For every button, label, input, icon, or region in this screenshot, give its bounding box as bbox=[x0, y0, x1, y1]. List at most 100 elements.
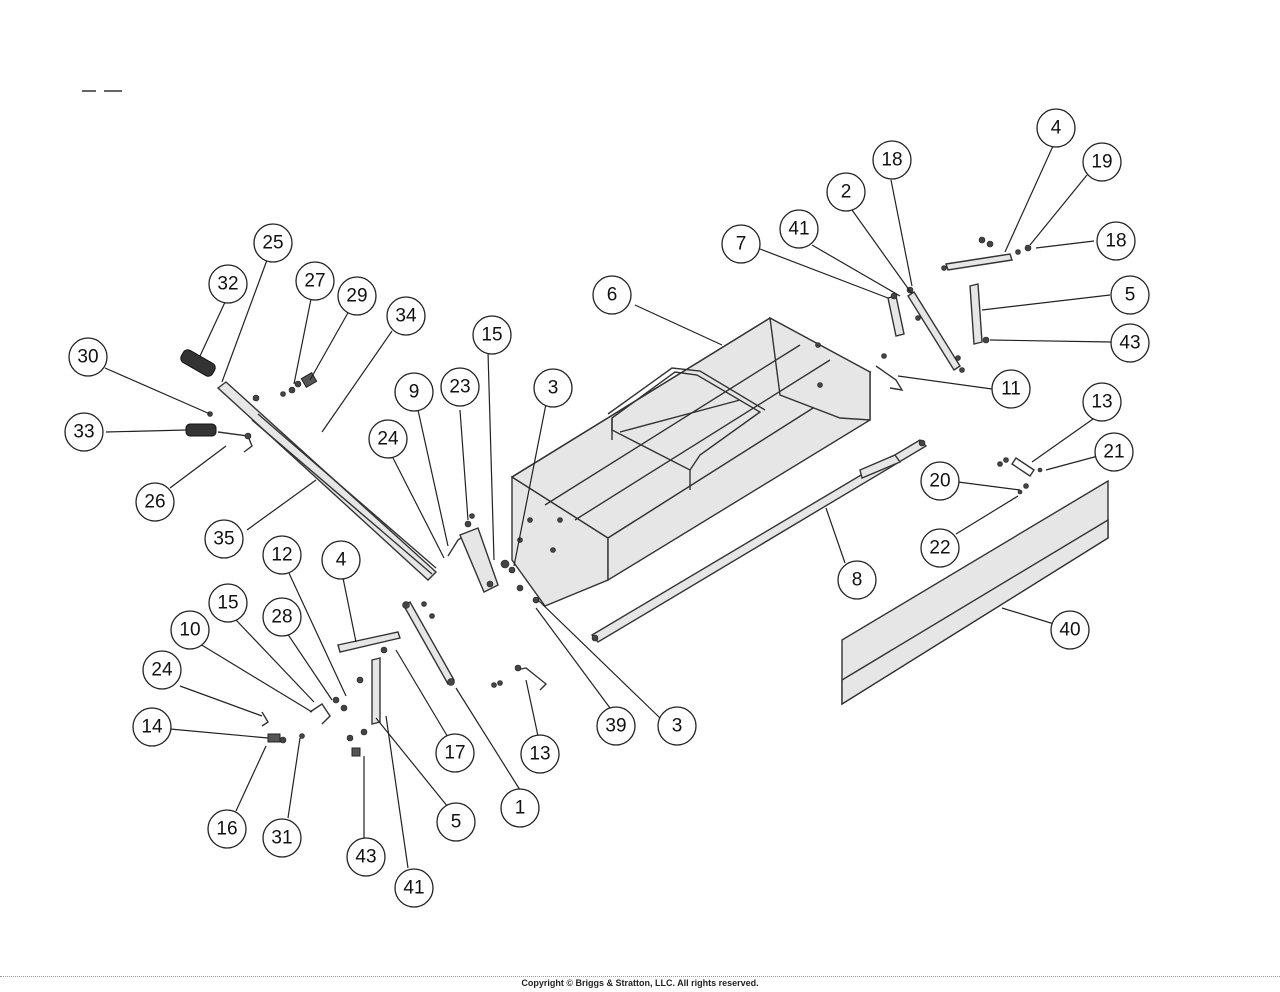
leader-lines bbox=[104, 145, 1112, 869]
callout-circle bbox=[337, 276, 377, 316]
callout-number: 24 bbox=[377, 429, 399, 450]
callout-number: 13 bbox=[1091, 392, 1112, 413]
callout-20: 20 bbox=[920, 461, 960, 501]
callout-41: 41 bbox=[779, 209, 819, 249]
leader-3-bottom bbox=[537, 599, 661, 719]
leader-14 bbox=[169, 728, 269, 739]
callout-number: 26 bbox=[144, 492, 165, 513]
callout-circle bbox=[142, 650, 182, 690]
callout-circle bbox=[253, 223, 293, 263]
leader-4-bottom bbox=[342, 577, 357, 643]
leader-18-right bbox=[1035, 240, 1095, 249]
leader-20 bbox=[957, 481, 1021, 491]
callout-circle bbox=[1082, 142, 1122, 182]
callout-circle bbox=[208, 264, 248, 304]
callout-circle bbox=[435, 733, 475, 773]
callout-circle bbox=[262, 597, 302, 637]
callout-number: 5 bbox=[451, 812, 462, 833]
callout-circle bbox=[368, 419, 408, 459]
callout-circle bbox=[1050, 610, 1090, 650]
callout-14: 14 bbox=[132, 707, 172, 747]
callout-28: 28 bbox=[262, 597, 302, 637]
leader-39 bbox=[535, 607, 611, 709]
leader-29 bbox=[309, 310, 350, 381]
callout-34: 34 bbox=[386, 296, 426, 336]
leader-2 bbox=[851, 209, 913, 295]
leader-26 bbox=[169, 445, 227, 489]
callout-circle bbox=[394, 372, 434, 412]
leader-17 bbox=[395, 649, 453, 745]
leader-18-top bbox=[890, 179, 913, 287]
callout-number: 43 bbox=[355, 847, 376, 868]
callout-number: 32 bbox=[217, 274, 238, 295]
callout-circle bbox=[64, 412, 104, 452]
leader-41-top bbox=[811, 244, 901, 297]
leader-6 bbox=[634, 304, 723, 346]
leader-19 bbox=[1029, 174, 1088, 246]
callout-4: 4 bbox=[1036, 108, 1076, 148]
callout-number: 10 bbox=[179, 620, 200, 641]
callout-number: 19 bbox=[1091, 152, 1112, 173]
callout-number: 24 bbox=[151, 660, 173, 681]
leader-1 bbox=[455, 687, 521, 791]
callout-13: 13 bbox=[520, 734, 560, 774]
callout-circle bbox=[1110, 275, 1150, 315]
callout-22: 22 bbox=[920, 528, 960, 568]
callout-circle bbox=[779, 209, 819, 249]
upper-linkage bbox=[875, 236, 1032, 391]
callout-circle bbox=[1094, 432, 1134, 472]
callout-circle bbox=[533, 368, 573, 408]
leader-34 bbox=[321, 330, 393, 433]
callout-4: 4 bbox=[321, 540, 361, 580]
callout-circle bbox=[132, 707, 172, 747]
callout-circle bbox=[204, 519, 244, 559]
scraper-blade bbox=[841, 479, 1109, 706]
leader-4-top bbox=[1004, 145, 1054, 253]
callout-11: 11 bbox=[991, 369, 1031, 409]
copyright-notice: Copyright © Briggs & Stratton, LLC. All … bbox=[521, 978, 759, 988]
callout-circle bbox=[262, 818, 302, 858]
callout-number: 3 bbox=[672, 716, 683, 737]
callout-number: 8 bbox=[852, 570, 863, 591]
callout-number: 14 bbox=[141, 717, 163, 738]
callout-circle bbox=[721, 224, 761, 264]
callout-21: 21 bbox=[1094, 432, 1134, 472]
callout-13: 13 bbox=[1082, 382, 1122, 422]
lever-grip bbox=[185, 423, 253, 453]
callout-number: 25 bbox=[262, 233, 283, 254]
hopper-tray bbox=[510, 316, 872, 607]
callout-43: 43 bbox=[1110, 323, 1150, 363]
callout-circle bbox=[68, 337, 108, 377]
callout-number: 2 bbox=[841, 182, 852, 203]
leader-32 bbox=[199, 299, 227, 357]
callout-1: 1 bbox=[500, 788, 540, 828]
leader-9 bbox=[417, 409, 449, 547]
leader-35 bbox=[246, 479, 317, 531]
leader-25 bbox=[221, 259, 268, 383]
callout-circle bbox=[440, 367, 480, 407]
leader-28 bbox=[286, 632, 333, 701]
leader-40 bbox=[1001, 607, 1055, 625]
leader-30 bbox=[104, 367, 211, 415]
callout-circle bbox=[295, 261, 335, 301]
tension-bar bbox=[590, 439, 928, 643]
callout-18: 18 bbox=[1096, 221, 1136, 261]
callout-32: 32 bbox=[208, 264, 248, 304]
leader-8 bbox=[825, 507, 846, 564]
callout-circle bbox=[262, 535, 302, 575]
callout-9: 9 bbox=[394, 372, 434, 412]
callout-number: 4 bbox=[336, 550, 347, 571]
callout-5: 5 bbox=[436, 802, 476, 842]
leader-10 bbox=[199, 643, 313, 713]
front-brackets bbox=[447, 513, 540, 604]
callout-number: 21 bbox=[1103, 442, 1124, 463]
callout-8: 8 bbox=[837, 560, 877, 600]
callout-circle bbox=[386, 296, 426, 336]
callout-number: 22 bbox=[929, 538, 950, 559]
callout-circle bbox=[520, 734, 560, 774]
callout-23: 23 bbox=[440, 367, 480, 407]
callout-24: 24 bbox=[368, 419, 408, 459]
callout-24: 24 bbox=[142, 650, 182, 690]
callout-number: 30 bbox=[77, 347, 98, 368]
